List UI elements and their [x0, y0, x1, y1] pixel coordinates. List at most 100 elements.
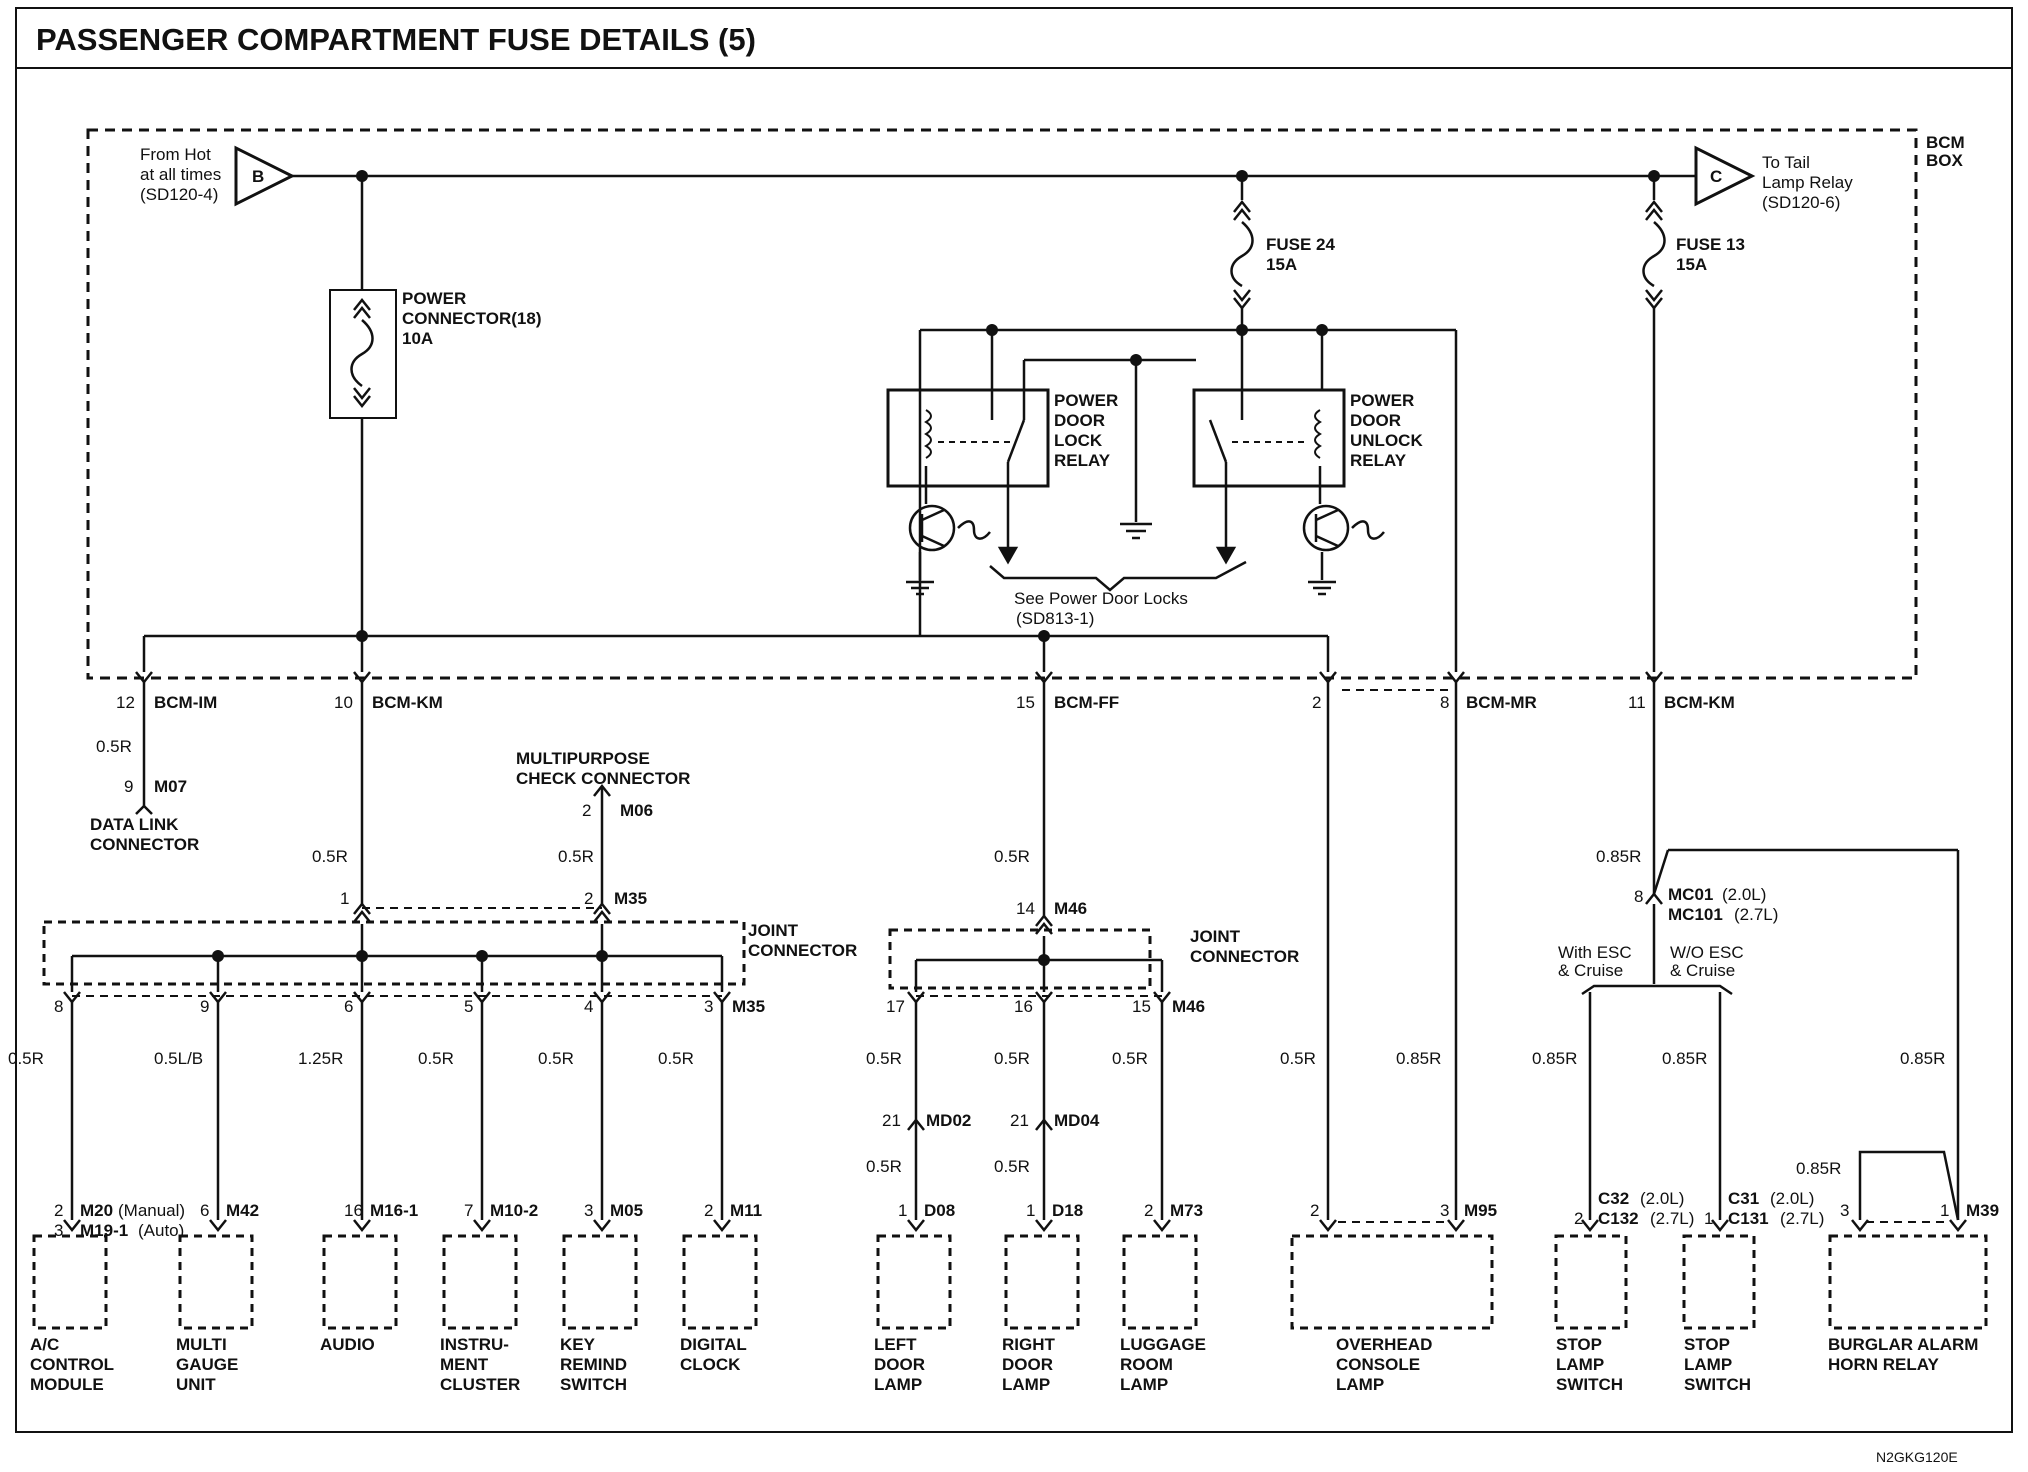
bcm-pin-name: BCM-KM [372, 693, 443, 712]
burglar-label-2: HORN RELAY [1828, 1355, 1939, 1374]
unlock-relay-label-1: POWER [1350, 391, 1414, 410]
bcm-pin-num: 15 [1016, 693, 1035, 712]
device-label-2: GAUGE [176, 1355, 238, 1374]
joint1-out-pin: 5 [464, 997, 473, 1016]
device-label-3: LAMP [1002, 1375, 1050, 1394]
stop2-conn-1: C31 [1728, 1189, 1759, 1208]
device-label-2: DOOR [874, 1355, 925, 1374]
data-link-label-2: CONNECTOR [90, 835, 199, 854]
source-line-3: (SD120-4) [140, 185, 218, 204]
stop2-label-1: STOP [1684, 1335, 1730, 1354]
device-label-1: RIGHT [1002, 1335, 1056, 1354]
lock-relay-label-3: LOCK [1054, 431, 1103, 450]
device-conn: M11 [730, 1201, 762, 1220]
joint1-out-pin: 8 [54, 997, 63, 1016]
device-pin: 16 [344, 1201, 363, 1220]
mid-pin: 21 [882, 1111, 901, 1130]
fuse24-label-2: 15A [1266, 255, 1297, 274]
burglar-pin-1: 3 [1840, 1201, 1849, 1220]
stop2-wire: 0.85R [1662, 1049, 1707, 1068]
joint2-out-wire-2: 0.5R [866, 1157, 902, 1176]
fuse13-label-1: FUSE 13 [1676, 235, 1745, 254]
joint2-in-conn: M46 [1054, 899, 1087, 918]
joint1-in-pin-2: 2 [584, 889, 593, 908]
overhead-label-2: CONSOLE [1336, 1355, 1420, 1374]
dest-line-3: (SD120-6) [1762, 193, 1840, 212]
joint2-out-pin: 16 [1014, 997, 1033, 1016]
joint2-out-pin: 15 [1132, 997, 1151, 1016]
joint1-out-wire: 0.5R [658, 1049, 694, 1068]
device-label-2: MENT [440, 1355, 489, 1374]
joint1-out-wire: 0.5R [418, 1049, 454, 1068]
device-pin: 1 [898, 1201, 907, 1220]
joint2-out-wire-2: 0.5R [994, 1157, 1030, 1176]
joint1-out-wire: 0.5R [538, 1049, 574, 1068]
device-conn-2: M19-1 [80, 1221, 128, 1240]
stop2-label-3: SWITCH [1684, 1375, 1751, 1394]
stop1-note-2: (2.7L) [1650, 1209, 1694, 1228]
see-note-line-1: See Power Door Locks [1014, 589, 1188, 608]
joint1-in-conn: M35 [614, 889, 647, 908]
dest-line-1: To Tail [1762, 153, 1810, 172]
device-label-3: LAMP [874, 1375, 922, 1394]
overhead-wire-2: 0.85R [1396, 1049, 1441, 1068]
bcm-pin-num: 12 [116, 693, 135, 712]
joint2-out-pin: 17 [886, 997, 905, 1016]
joint1-label-2: CONNECTOR [748, 941, 857, 960]
device-pin-2: 3 [54, 1221, 63, 1240]
dest-letter: C [1710, 167, 1722, 186]
joint1-out-pin: 4 [584, 997, 593, 1016]
page-title: PASSENGER COMPARTMENT FUSE DETAILS (5) [36, 22, 756, 57]
bcm-pin-num: 11 [1628, 693, 1646, 712]
joint1-label-1: JOINT [748, 921, 799, 940]
device-note: (Manual) [118, 1201, 185, 1220]
right-note-1: (2.0L) [1722, 885, 1766, 904]
device-conn: D18 [1052, 1201, 1083, 1220]
device-pin: 1 [1026, 1201, 1035, 1220]
burglar-wire-2: 0.85R [1796, 1159, 1841, 1178]
wo-esc-line-1: W/O ESC [1670, 943, 1744, 962]
bcm-pin-num: 8 [1440, 693, 1449, 712]
device-label-3: UNIT [176, 1375, 216, 1394]
stop1-wire: 0.85R [1532, 1049, 1577, 1068]
right-pin: 8 [1634, 887, 1643, 906]
device-conn: M20 [80, 1201, 113, 1220]
joint1-out-conn: M35 [732, 997, 765, 1016]
data-link-label-1: DATA LINK [90, 815, 179, 834]
mid-pin: 21 [1010, 1111, 1029, 1130]
overhead-pin-1: 2 [1310, 1201, 1319, 1220]
bcm-pin-name: BCM-KM [1664, 693, 1735, 712]
multipurpose-pin: 2 [582, 801, 591, 820]
device-label-2: ROOM [1120, 1355, 1173, 1374]
overhead-pin-2: 3 [1440, 1201, 1449, 1220]
device-label-1: LEFT [874, 1335, 917, 1354]
joint2-out-wire: 0.5R [1112, 1049, 1148, 1068]
stop1-label-3: SWITCH [1556, 1375, 1623, 1394]
device-label-1: INSTRU- [440, 1335, 509, 1354]
device-label-3: LAMP [1120, 1375, 1168, 1394]
device-label-1: DIGITAL [680, 1335, 747, 1354]
device-conn: M73 [1170, 1201, 1203, 1220]
device-label-3: SWITCH [560, 1375, 627, 1394]
device-label-2: DOOR [1002, 1355, 1053, 1374]
footer-code: N2GKG120E [1876, 1449, 1958, 1465]
multipurpose-wire: 0.5R [558, 847, 594, 866]
stop1-pin: 2 [1574, 1209, 1583, 1228]
bcm-box-label-1: BCM [1926, 133, 1965, 152]
data-link-wire: 0.5R [96, 737, 132, 756]
burglar-wire: 0.85R [1900, 1049, 1945, 1068]
unlock-relay-label-4: RELAY [1350, 451, 1407, 470]
device-pin: 6 [200, 1201, 209, 1220]
stop2-note-1: (2.0L) [1770, 1189, 1814, 1208]
stop2-conn-2: C131 [1728, 1209, 1769, 1228]
device-conn: M42 [226, 1201, 259, 1220]
stop2-pin: 1 [1704, 1209, 1713, 1228]
device-label-1: MULTI [176, 1335, 227, 1354]
stop2-note-2: (2.7L) [1780, 1209, 1824, 1228]
joint2-label-2: CONNECTOR [1190, 947, 1299, 966]
device-label-1: KEY [560, 1335, 596, 1354]
power-connector-label-1: POWER [402, 289, 466, 308]
fuse13-label-2: 15A [1676, 255, 1707, 274]
joint2-in-pin: 14 [1016, 899, 1035, 918]
bcm-pin-name: BCM-FF [1054, 693, 1119, 712]
